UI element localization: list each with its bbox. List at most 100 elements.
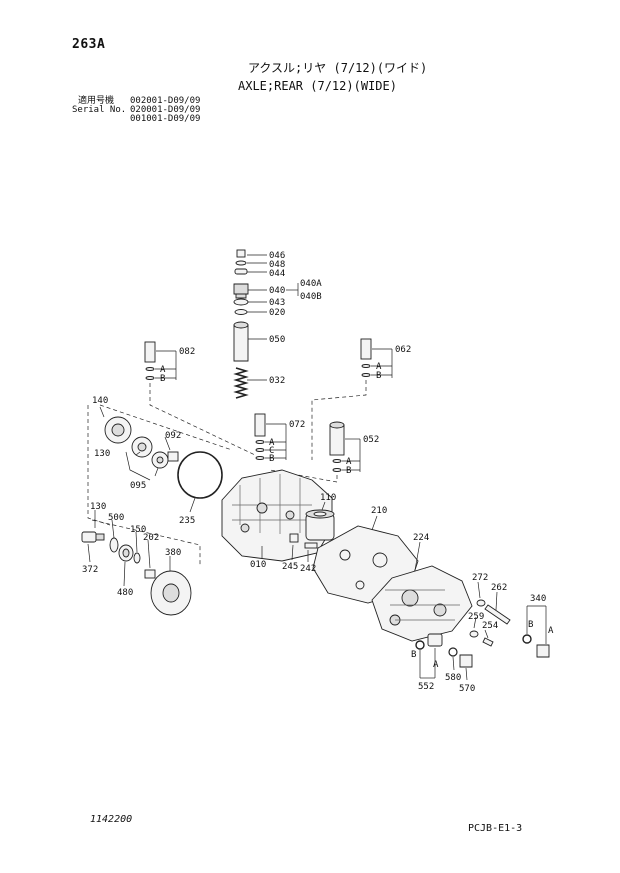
part-242-shape xyxy=(304,542,318,549)
letter-072-A: A xyxy=(269,438,275,448)
label-210: 210 xyxy=(371,506,387,516)
part-050-top xyxy=(233,321,249,329)
part-048-shape xyxy=(235,260,247,266)
part-340-oring xyxy=(522,634,532,644)
label-072: 072 xyxy=(289,420,305,430)
title-english: AXLE;REAR (7/12)(WIDE) xyxy=(238,79,397,93)
label-130-upper: 130 xyxy=(94,449,110,459)
part-259-washer xyxy=(469,630,479,638)
part-072-shape xyxy=(254,413,266,437)
label-044: 044 xyxy=(269,269,285,279)
letter-340-A: A xyxy=(548,626,554,636)
label-380: 380 xyxy=(165,548,181,558)
label-150: 150 xyxy=(130,525,146,535)
label-040: 040 xyxy=(269,286,285,296)
label-095: 095 xyxy=(130,481,146,491)
valve-stack xyxy=(233,249,249,399)
label-235: 235 xyxy=(179,516,195,526)
label-570: 570 xyxy=(459,684,475,694)
cover-224 xyxy=(371,565,473,642)
label-040B: 040B xyxy=(300,292,322,302)
letter-082-B: B xyxy=(160,374,165,384)
label-040A: 040A xyxy=(300,279,322,289)
label-202: 202 xyxy=(143,533,159,543)
part-082-shape xyxy=(144,341,156,363)
label-010: 010 xyxy=(250,560,266,570)
part-372-plug xyxy=(81,531,97,543)
label-254: 254 xyxy=(482,621,498,631)
label-340: 340 xyxy=(530,594,546,604)
serial-label-jp: 適用号機 xyxy=(78,96,115,106)
part-272-washer xyxy=(476,599,486,607)
part-500-ring xyxy=(109,537,119,553)
bolts-245-242 xyxy=(289,533,318,549)
letter-062-B: B xyxy=(376,371,381,381)
part-020-shape xyxy=(234,309,248,315)
label-092: 092 xyxy=(165,431,181,441)
label-580: 580 xyxy=(445,673,461,683)
part-062-shape xyxy=(360,338,372,360)
part-052-shape xyxy=(329,424,345,456)
valve-082 xyxy=(144,341,256,456)
label-110: 110 xyxy=(320,493,336,503)
label-048: 048 xyxy=(269,260,285,270)
letter-082-A: A xyxy=(160,365,166,375)
right-hardware xyxy=(415,599,550,668)
filter-110 xyxy=(305,509,335,541)
part-245-shape xyxy=(289,533,299,543)
letter-052-A: A xyxy=(346,457,352,467)
label-242: 242 xyxy=(300,564,316,574)
valve-stack-leaders xyxy=(247,254,299,381)
label-552: 552 xyxy=(418,682,434,692)
part-050-shape xyxy=(233,324,249,362)
lower-left-parts xyxy=(81,519,201,616)
serial-1: 002001-D09/09 xyxy=(130,96,201,106)
part-552-oring xyxy=(415,640,425,650)
valve-072 xyxy=(254,413,287,460)
label-046: 046 xyxy=(269,251,285,261)
part-580-oring xyxy=(448,647,458,657)
serial-3: 001001-D09/09 xyxy=(130,114,201,124)
label-050: 050 xyxy=(269,335,285,345)
part-150-clip xyxy=(133,552,141,564)
letter-340-B: B xyxy=(528,620,533,630)
letter-052-B: B xyxy=(346,466,351,476)
label-043: 043 xyxy=(269,298,285,308)
letter-552-B: B xyxy=(411,650,416,660)
page-number: 263A xyxy=(72,37,106,52)
letter-072-C: C xyxy=(269,446,274,456)
label-140: 140 xyxy=(92,396,108,406)
part-202-pin xyxy=(144,569,156,579)
valve-062 xyxy=(311,338,393,460)
label-020: 020 xyxy=(269,308,285,318)
label-262: 262 xyxy=(491,583,507,593)
label-372: 372 xyxy=(82,565,98,575)
part-046-shape xyxy=(236,249,246,258)
part-254-bolt xyxy=(482,637,494,647)
label-062: 062 xyxy=(395,345,411,355)
label-500: 500 xyxy=(108,513,124,523)
title-japanese: アクスル;リヤ (7/12)(ワイド) xyxy=(248,61,428,75)
label-130-lower: 130 xyxy=(90,502,106,512)
part-040-shape xyxy=(233,283,249,299)
letter-552-A: A xyxy=(433,660,439,670)
serial-label-en: Serial No. xyxy=(72,105,127,115)
letter-072-B: B xyxy=(269,454,274,464)
serial-2: 020001-D09/09 xyxy=(130,105,201,115)
label-480: 480 xyxy=(117,588,133,598)
footer-drawing-code: 1142200 xyxy=(90,814,133,825)
pump-group xyxy=(87,404,233,526)
part-032-spring xyxy=(233,367,249,399)
part-092-pin xyxy=(167,451,179,462)
label-082: 082 xyxy=(179,347,195,357)
part-340-plug xyxy=(536,644,550,658)
label-224: 224 xyxy=(413,533,429,543)
label-272: 272 xyxy=(472,573,488,583)
part-043-shape xyxy=(233,298,249,306)
label-032: 032 xyxy=(269,376,285,386)
label-052: 052 xyxy=(363,435,379,445)
part-235-oring xyxy=(177,451,223,499)
part-262-bolt xyxy=(484,604,511,625)
label-245: 245 xyxy=(282,562,298,572)
